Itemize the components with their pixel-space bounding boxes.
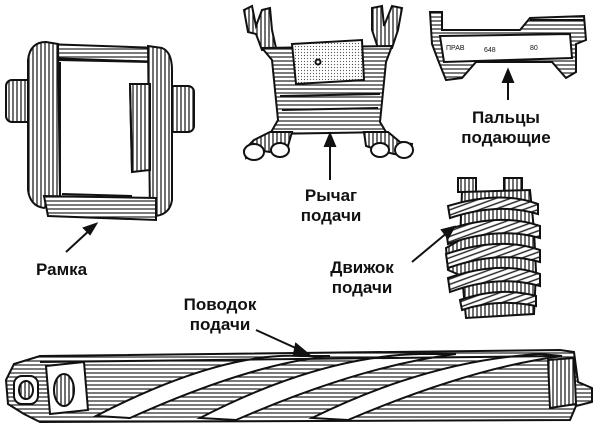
frame-pointer-arrow xyxy=(65,222,99,253)
label-feed-lever-line2: подачи xyxy=(300,206,362,225)
label-feed-slider-line1: Движок xyxy=(330,258,394,277)
label-feed-slider-line2: подачи xyxy=(331,278,393,297)
label-feed-lever: Рычаг подачи xyxy=(286,186,376,226)
fingers-stamp-side: ПРАВ xyxy=(446,45,465,52)
feed-fingers-part-drawing xyxy=(428,11,588,82)
feed-slider-pointer-arrow xyxy=(411,225,456,263)
feed-slider-part-drawing xyxy=(444,177,541,320)
feed-lever-part-drawing xyxy=(242,4,414,161)
label-feed-slider: Движок подачи xyxy=(314,258,410,298)
feed-fingers-pointer-arrow xyxy=(501,67,515,100)
frame-part-drawing xyxy=(5,40,195,222)
label-feed-slide-line1: Поводок xyxy=(183,295,257,314)
label-feed-slide: Поводок подачи xyxy=(168,295,272,335)
label-feed-fingers-line2: подающие xyxy=(461,128,551,147)
feed-lever-pointer-arrow xyxy=(323,131,337,180)
feed-slide-pointer-arrow xyxy=(255,329,311,355)
label-feed-fingers: Пальцы подающие xyxy=(446,108,566,148)
label-frame-text: Рамка xyxy=(36,260,88,279)
label-feed-lever-line1: Рычаг xyxy=(304,186,358,205)
label-feed-fingers-line1: Пальцы xyxy=(472,108,540,127)
feed-slide-part-drawing xyxy=(4,348,593,424)
label-frame: Рамка xyxy=(36,260,87,280)
fingers-stamp-number: 648 xyxy=(484,47,496,54)
label-feed-slide-line2: подачи xyxy=(189,315,251,334)
fingers-stamp-code: 80 xyxy=(530,45,538,52)
